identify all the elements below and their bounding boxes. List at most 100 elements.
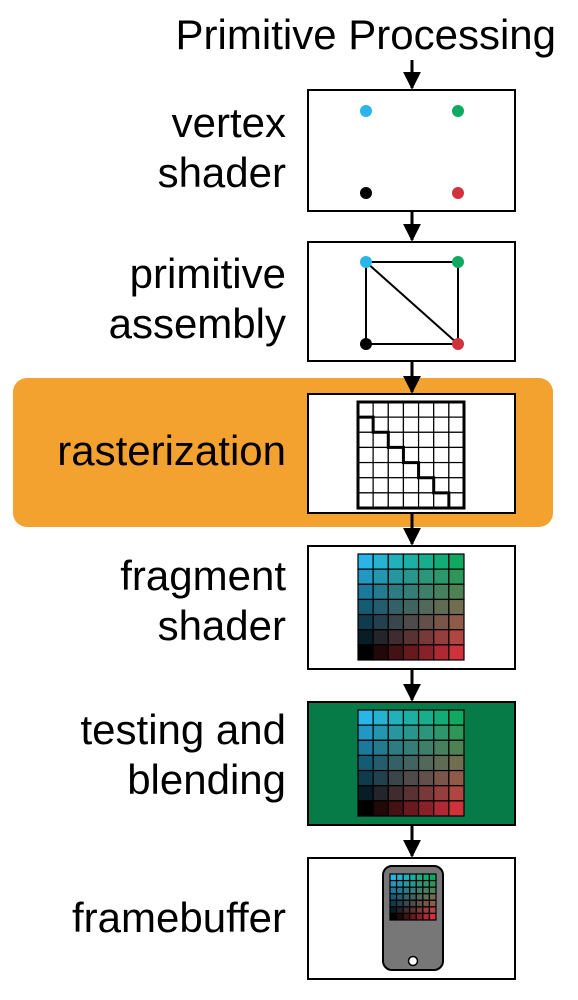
- vertex-dot: [360, 105, 372, 117]
- pixel-cell: [372, 583, 389, 601]
- pixel-cell: [357, 709, 374, 726]
- pixel-cell: [422, 906, 431, 915]
- pixel-cell: [402, 613, 420, 631]
- pixel-cell: [417, 785, 435, 802]
- pixel-cell: [357, 724, 374, 741]
- pixel-cell: [448, 629, 465, 646]
- pixel-cell: [409, 893, 417, 901]
- pixel-cell: [402, 724, 420, 741]
- stage-label-primitive-assembly: primitive assembly: [109, 249, 286, 349]
- color-gradient-pixel-grid-icon: [357, 553, 465, 661]
- pixel-cell: [417, 446, 435, 464]
- pixel-cell: [395, 899, 404, 908]
- pixel-cell: [372, 629, 389, 646]
- pixel-cell: [433, 492, 450, 509]
- pixel-cell: [433, 724, 450, 741]
- pixel-cell: [402, 879, 411, 888]
- pixel-cell: [372, 769, 389, 787]
- pixel-cell: [372, 401, 389, 418]
- pixel-cell: [448, 598, 465, 616]
- pixel-cell: [372, 709, 389, 726]
- pixel-cell: [433, 769, 450, 787]
- pixel-grid-with-staircase-edge-icon: [356, 400, 466, 510]
- pixel-cell: [372, 553, 389, 570]
- pixel-cell: [417, 492, 435, 509]
- pixel-cell: [448, 461, 465, 479]
- pixel-cell: [387, 461, 405, 479]
- pixel-cell: [357, 477, 374, 494]
- pixel-cell: [433, 431, 450, 449]
- pixel-cell: [387, 477, 405, 494]
- pixel-cell: [402, 769, 420, 787]
- pixel-cell: [395, 879, 404, 888]
- pixel-cell: [448, 644, 465, 661]
- pixel-cell: [372, 598, 389, 616]
- pixel-cell: [402, 906, 411, 915]
- pixel-cell: [357, 431, 374, 449]
- pixel-cell: [448, 401, 465, 418]
- pixel-cell: [357, 629, 374, 646]
- pixel-cell: [448, 739, 465, 757]
- phone-screen: [389, 873, 437, 921]
- pixel-cell: [372, 568, 389, 585]
- pixel-cell: [448, 769, 465, 787]
- pixel-cell: [357, 800, 374, 817]
- pixel-cell: [433, 461, 450, 479]
- pixel-cell: [395, 893, 404, 901]
- pixel-cell: [402, 401, 420, 418]
- pixel-cell: [402, 416, 420, 433]
- pixel-cell: [417, 598, 435, 616]
- stage-label-fragment-shader: fragment shader: [120, 551, 286, 651]
- pixel-cell: [372, 644, 389, 661]
- pixel-cell: [357, 401, 374, 418]
- pixel-cell: [372, 461, 389, 479]
- stage-label-rasterization: rasterization: [57, 426, 286, 476]
- stage-label-vertex-shader: vertex shader: [158, 98, 286, 198]
- pixel-cell: [448, 785, 465, 802]
- label-line: blending: [127, 756, 286, 803]
- pixel-cell: [372, 800, 389, 817]
- pixel-cell: [448, 416, 465, 433]
- pixel-cell: [409, 886, 417, 895]
- pixel-cell: [387, 416, 405, 433]
- pixel-cell: [428, 893, 437, 901]
- pixel-cell: [428, 873, 437, 882]
- two-triangles-square-mesh-icon: [360, 256, 464, 350]
- pixel-cell: [417, 800, 435, 817]
- pixel-cell: [417, 583, 435, 601]
- pixel-cell: [448, 724, 465, 741]
- pixel-cell: [417, 416, 435, 433]
- pixel-cell: [417, 724, 435, 741]
- pixel-cell: [357, 613, 374, 631]
- pixel-cell: [402, 912, 411, 921]
- pixel-cell: [433, 739, 450, 757]
- pixel-cell: [402, 477, 420, 494]
- mesh-square: [365, 261, 459, 345]
- pixel-cell: [387, 769, 405, 787]
- pixel-cell: [389, 886, 398, 895]
- pixel-cell: [417, 553, 435, 570]
- pixel-cell: [402, 873, 411, 882]
- pixel-cell: [417, 769, 435, 787]
- label-line: framebuffer: [72, 894, 286, 941]
- pixel-cell: [389, 906, 398, 915]
- pixel-cell: [387, 598, 405, 616]
- pixel-cell: [417, 629, 435, 646]
- pixel-cell: [428, 886, 437, 895]
- pixel-cell: [433, 644, 450, 661]
- pixel-cell: [357, 644, 374, 661]
- pixel-cell: [372, 613, 389, 631]
- pixel-cell: [402, 739, 420, 757]
- pixel-cell: [357, 754, 374, 772]
- grid-border: [356, 400, 466, 510]
- pixel-cell: [357, 785, 374, 802]
- pixel-cell: [402, 461, 420, 479]
- pixel-cell: [357, 461, 374, 479]
- pixel-cell: [389, 899, 398, 908]
- pixel-cell: [387, 709, 405, 726]
- pixel-cell: [448, 568, 465, 585]
- pixel-cell: [387, 553, 405, 570]
- pixel-cell: [387, 613, 405, 631]
- pixel-cell: [448, 431, 465, 449]
- pixel-cell: [448, 553, 465, 570]
